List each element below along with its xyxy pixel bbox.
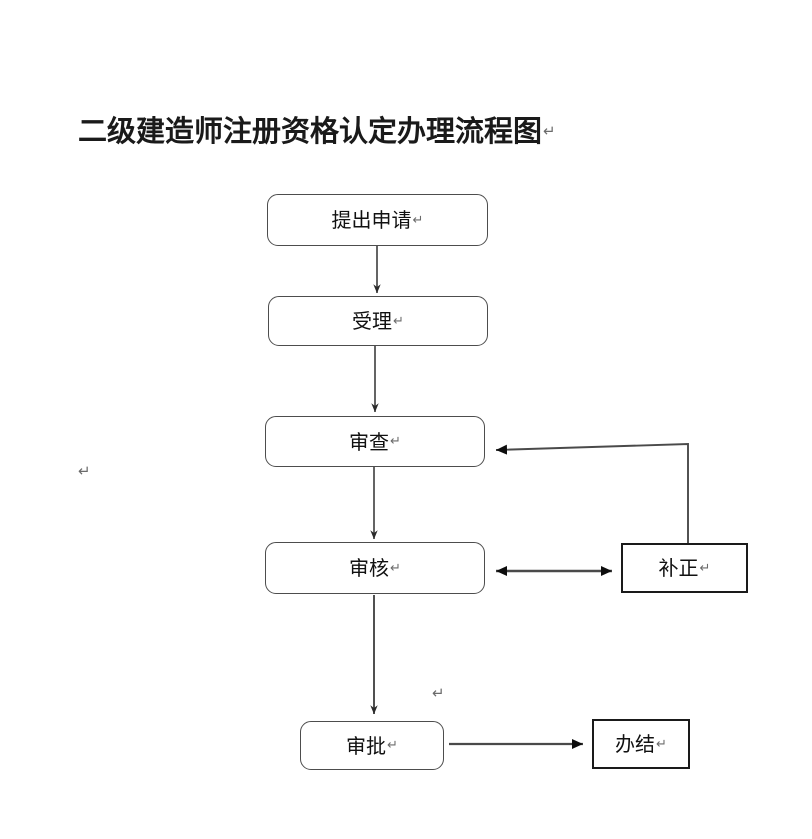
- flow-node-label: 审查: [349, 429, 390, 454]
- pilcrow-mark-middle: ↵: [432, 684, 445, 702]
- flow-node-label: 审批: [346, 733, 387, 758]
- edge-buzheng-shencha: [495, 443, 689, 543]
- pilcrow-mark: ↵: [543, 122, 556, 140]
- pilcrow-mark: ↵: [390, 434, 401, 449]
- page-title: 二级建造师注册资格认定办理流程图↵: [78, 112, 556, 150]
- flow-node-shencha[interactable]: 审查↵: [265, 416, 485, 467]
- flow-node-shenpi[interactable]: 审批↵: [300, 721, 444, 770]
- flow-node-label: 受理: [352, 309, 393, 333]
- pilcrow-mark-left: ↵: [78, 462, 91, 480]
- flow-node-label: 提出申请: [331, 208, 412, 232]
- flow-node-label: 审核: [349, 556, 390, 580]
- spellcheck-squiggle: [212, 143, 300, 148]
- pilcrow-mark: ↵: [412, 212, 424, 228]
- flow-node-shouli[interactable]: 受理↵: [268, 296, 488, 346]
- flow-node-label: 补正: [658, 556, 699, 580]
- flow-node-tichu[interactable]: 提出申请↵: [267, 194, 488, 246]
- pilcrow-mark: ↵: [699, 560, 711, 576]
- flow-node-buzheng[interactable]: 补正↵: [621, 543, 748, 593]
- flow-node-label: 办结: [615, 732, 656, 756]
- pilcrow-mark: ↵: [390, 560, 401, 576]
- page-title-text: 二级建造师注册资格认定办理流程图: [78, 114, 543, 148]
- pilcrow-mark: ↵: [393, 313, 404, 329]
- pilcrow-mark: ↵: [656, 736, 667, 752]
- pilcrow-mark: ↵: [387, 738, 398, 753]
- flow-node-shenhe[interactable]: 审核↵: [265, 542, 485, 594]
- flow-node-banjie[interactable]: 办结↵: [592, 719, 690, 769]
